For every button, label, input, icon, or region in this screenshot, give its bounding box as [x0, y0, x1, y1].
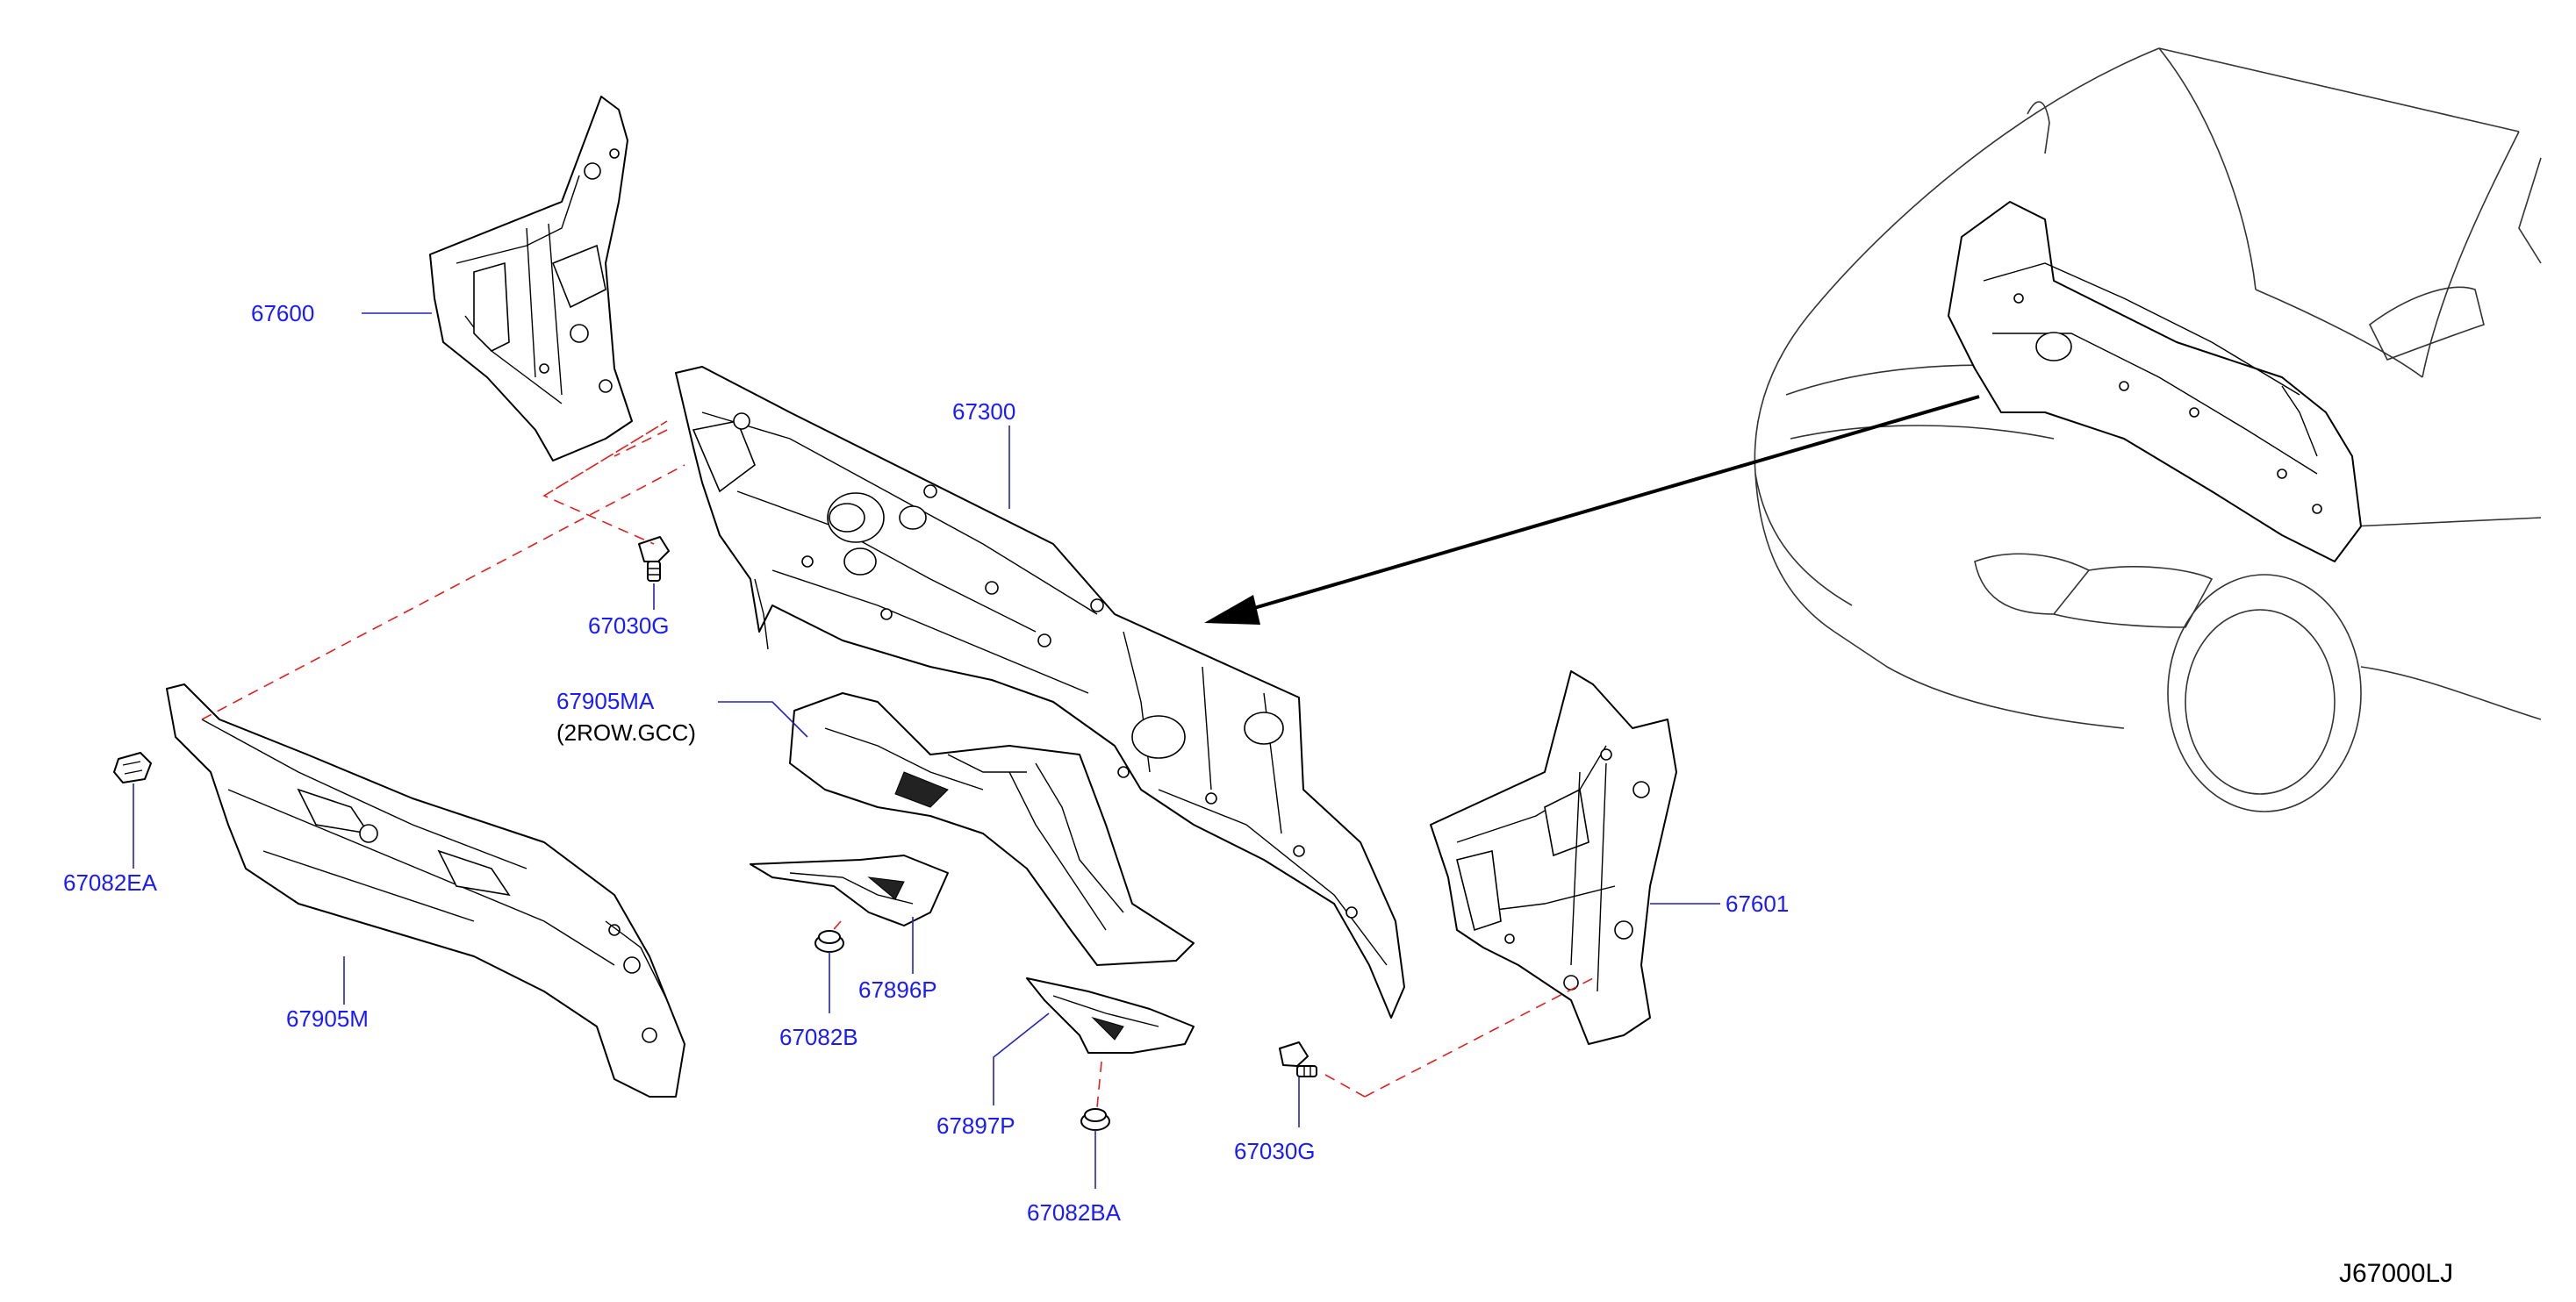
nut-67082B-icon — [814, 930, 844, 953]
part-67601-side-panel — [1430, 670, 1677, 1045]
label-67082BA: 67082BA — [1027, 1199, 1122, 1226]
locator-arrow — [1204, 395, 1980, 625]
part-67300-dash-panel — [675, 366, 1405, 1019]
label-67896P: 67896P — [858, 976, 937, 1003]
part-67905MA-insulator — [789, 692, 1195, 966]
part-67896P-insulator — [750, 855, 949, 926]
label-67601: 67601 — [1726, 891, 1789, 917]
label-67905M: 67905M — [286, 1005, 369, 1032]
bolt-67030G-bottom-icon — [1279, 1041, 1317, 1077]
label-67082B: 67082B — [779, 1024, 858, 1050]
part-67600-side-panel — [429, 96, 633, 461]
part-67905M-dash-insulator — [166, 683, 685, 1098]
clip-67082EA-icon — [113, 752, 152, 783]
part-67897P-insulator — [1026, 977, 1195, 1054]
leader-lines — [133, 312, 1720, 1189]
label-67082EA: 67082EA — [63, 869, 158, 896]
vehicle-locator-illustration — [1754, 47, 2542, 812]
label-67897P: 67897P — [936, 1112, 1015, 1139]
label-67030G-top: 67030G — [588, 612, 670, 639]
label-67030G-bottom: 67030G — [1234, 1138, 1316, 1164]
label-67905MA-note: (2ROW.GCC) — [556, 719, 696, 746]
nut-67082BA-icon — [1080, 1108, 1110, 1131]
bolt-67030G-top-icon — [638, 536, 670, 582]
label-67600: 67600 — [251, 300, 314, 326]
diagram-code: J67000LJ — [2339, 1259, 2453, 1288]
assembly-guide-lines — [201, 420, 1594, 1108]
part-labels: 67600 67300 67030G 67905MA (2ROW.GCC) 67… — [63, 300, 1789, 1226]
label-67905MA: 67905MA — [556, 688, 655, 714]
label-67300: 67300 — [952, 398, 1015, 425]
